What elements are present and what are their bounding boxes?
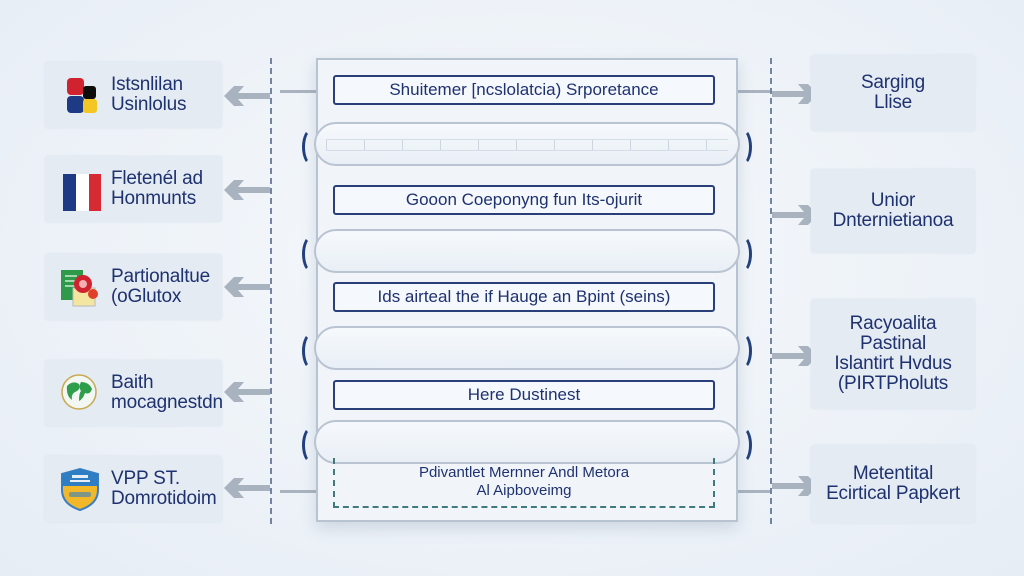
left-item-3-line2: (oGlutox: [111, 286, 182, 307]
left-item-5-line2: Domrotidoim: [111, 488, 217, 509]
left-item-4-line1: Baith: [111, 372, 154, 393]
process-step-4[interactable]: Here Dustinest: [333, 380, 715, 410]
process-step-3[interactable]: Ids airteal the if Hauge an Bpint (seins…: [333, 282, 715, 312]
ribbon-curl-icon: [302, 128, 322, 166]
right-item-1[interactable]: Sarging Llise: [811, 55, 975, 131]
ribbon-curl-icon: [302, 332, 322, 370]
right-arrow-icon: [772, 476, 818, 496]
ribbon-scale: [326, 139, 728, 151]
right-item-3-line2: Pastinal: [860, 333, 926, 354]
connector-line: [280, 490, 316, 493]
left-item-4[interactable]: Baith mocagnestdn: [45, 360, 223, 426]
left-item-3[interactable]: Partionaltue (oGlutox: [45, 254, 222, 320]
left-item-4-line2: mocagnestdn: [111, 392, 223, 413]
ribbon-curl-icon: [302, 235, 322, 273]
ribbon-band: [314, 229, 740, 273]
shield-badge-icon: [57, 466, 103, 512]
right-arrow-icon: [772, 205, 818, 225]
left-item-2-line1: Fletenél ad: [111, 168, 203, 189]
right-item-2-line1: Unior: [870, 190, 916, 211]
ribbon-band: [314, 326, 740, 370]
ribbon-curl-icon: [732, 235, 752, 273]
right-item-4[interactable]: Metentital Ecirtical Papkert: [811, 445, 975, 523]
right-item-1-line2: Llise: [873, 92, 913, 113]
left-item-2-line2: Honmunts: [111, 188, 196, 209]
right-item-4-line1: Metentital: [852, 463, 934, 484]
ribbon-band: [314, 420, 740, 464]
right-item-2[interactable]: Unior Dnternietianoa: [811, 169, 975, 253]
right-item-3[interactable]: Racyoalita Pastinal Islantirt Hvdus (PIR…: [811, 299, 975, 409]
documents-stamp-icon: [57, 264, 103, 310]
left-arrow-icon: [224, 86, 270, 106]
left-item-5[interactable]: VPP ST. Domrotidoim: [45, 456, 222, 522]
ribbon-divider-3: [302, 326, 752, 370]
right-item-1-line1: Sarging: [860, 72, 926, 93]
left-item-2[interactable]: Fletenél ad Honmunts: [45, 156, 222, 222]
ribbon-curl-icon: [302, 426, 322, 464]
ribbon-curl-icon: [732, 426, 752, 464]
left-arrow-icon: [224, 382, 270, 402]
ribbon-divider-2: [302, 229, 752, 273]
right-arrow-icon: [772, 84, 818, 104]
right-item-3-line1: Racyoalita: [849, 313, 937, 334]
left-item-1[interactable]: Istsnlilan Usinlolus: [45, 62, 222, 128]
left-item-3-line1: Partionaltue: [111, 266, 211, 287]
ribbon-divider-1: [302, 122, 752, 166]
right-item-2-line2: Dnternietianoa: [832, 210, 954, 231]
left-arrow-icon: [224, 180, 270, 200]
right-dashed-guide: [770, 58, 772, 524]
left-item-5-line1: VPP ST.: [111, 468, 181, 489]
right-item-3-line3: Islantirt Hvdus: [834, 353, 952, 374]
ribbon-divider-4: [302, 420, 752, 464]
left-arrow-icon: [224, 478, 270, 498]
ribbon-curl-icon: [732, 128, 752, 166]
color-squares-icon: [57, 72, 103, 118]
process-step-1[interactable]: Shuitemer [ncslolatcia) Srporetance: [333, 75, 715, 105]
globe-icon: [57, 370, 103, 416]
left-item-1-line1: Istsnlilan: [111, 74, 183, 95]
right-arrow-icon: [772, 346, 818, 366]
left-dashed-guide: [270, 58, 272, 524]
right-item-4-line2: Ecirtical Papkert: [826, 483, 960, 504]
connector-line: [738, 490, 770, 493]
left-item-1-line2: Usinlolus: [111, 94, 187, 115]
connector-line: [738, 90, 770, 93]
final-step-box[interactable]: Pdivantlet Mernner Andl Metora Al Aipbov…: [333, 458, 715, 508]
ribbon-curl-icon: [732, 332, 752, 370]
process-step-2[interactable]: Gooon Coeponyng fun Its-ojurit: [333, 185, 715, 215]
left-arrow-icon: [224, 277, 270, 297]
connector-line: [280, 90, 316, 93]
right-item-3-line4: (PIRTPholuts: [837, 373, 949, 394]
final-step-line2: Al Aipboveimg: [476, 482, 572, 499]
final-step-line1: Pdivantlet Mernner Andl Metora: [418, 464, 630, 481]
france-flag-icon: [57, 166, 103, 212]
